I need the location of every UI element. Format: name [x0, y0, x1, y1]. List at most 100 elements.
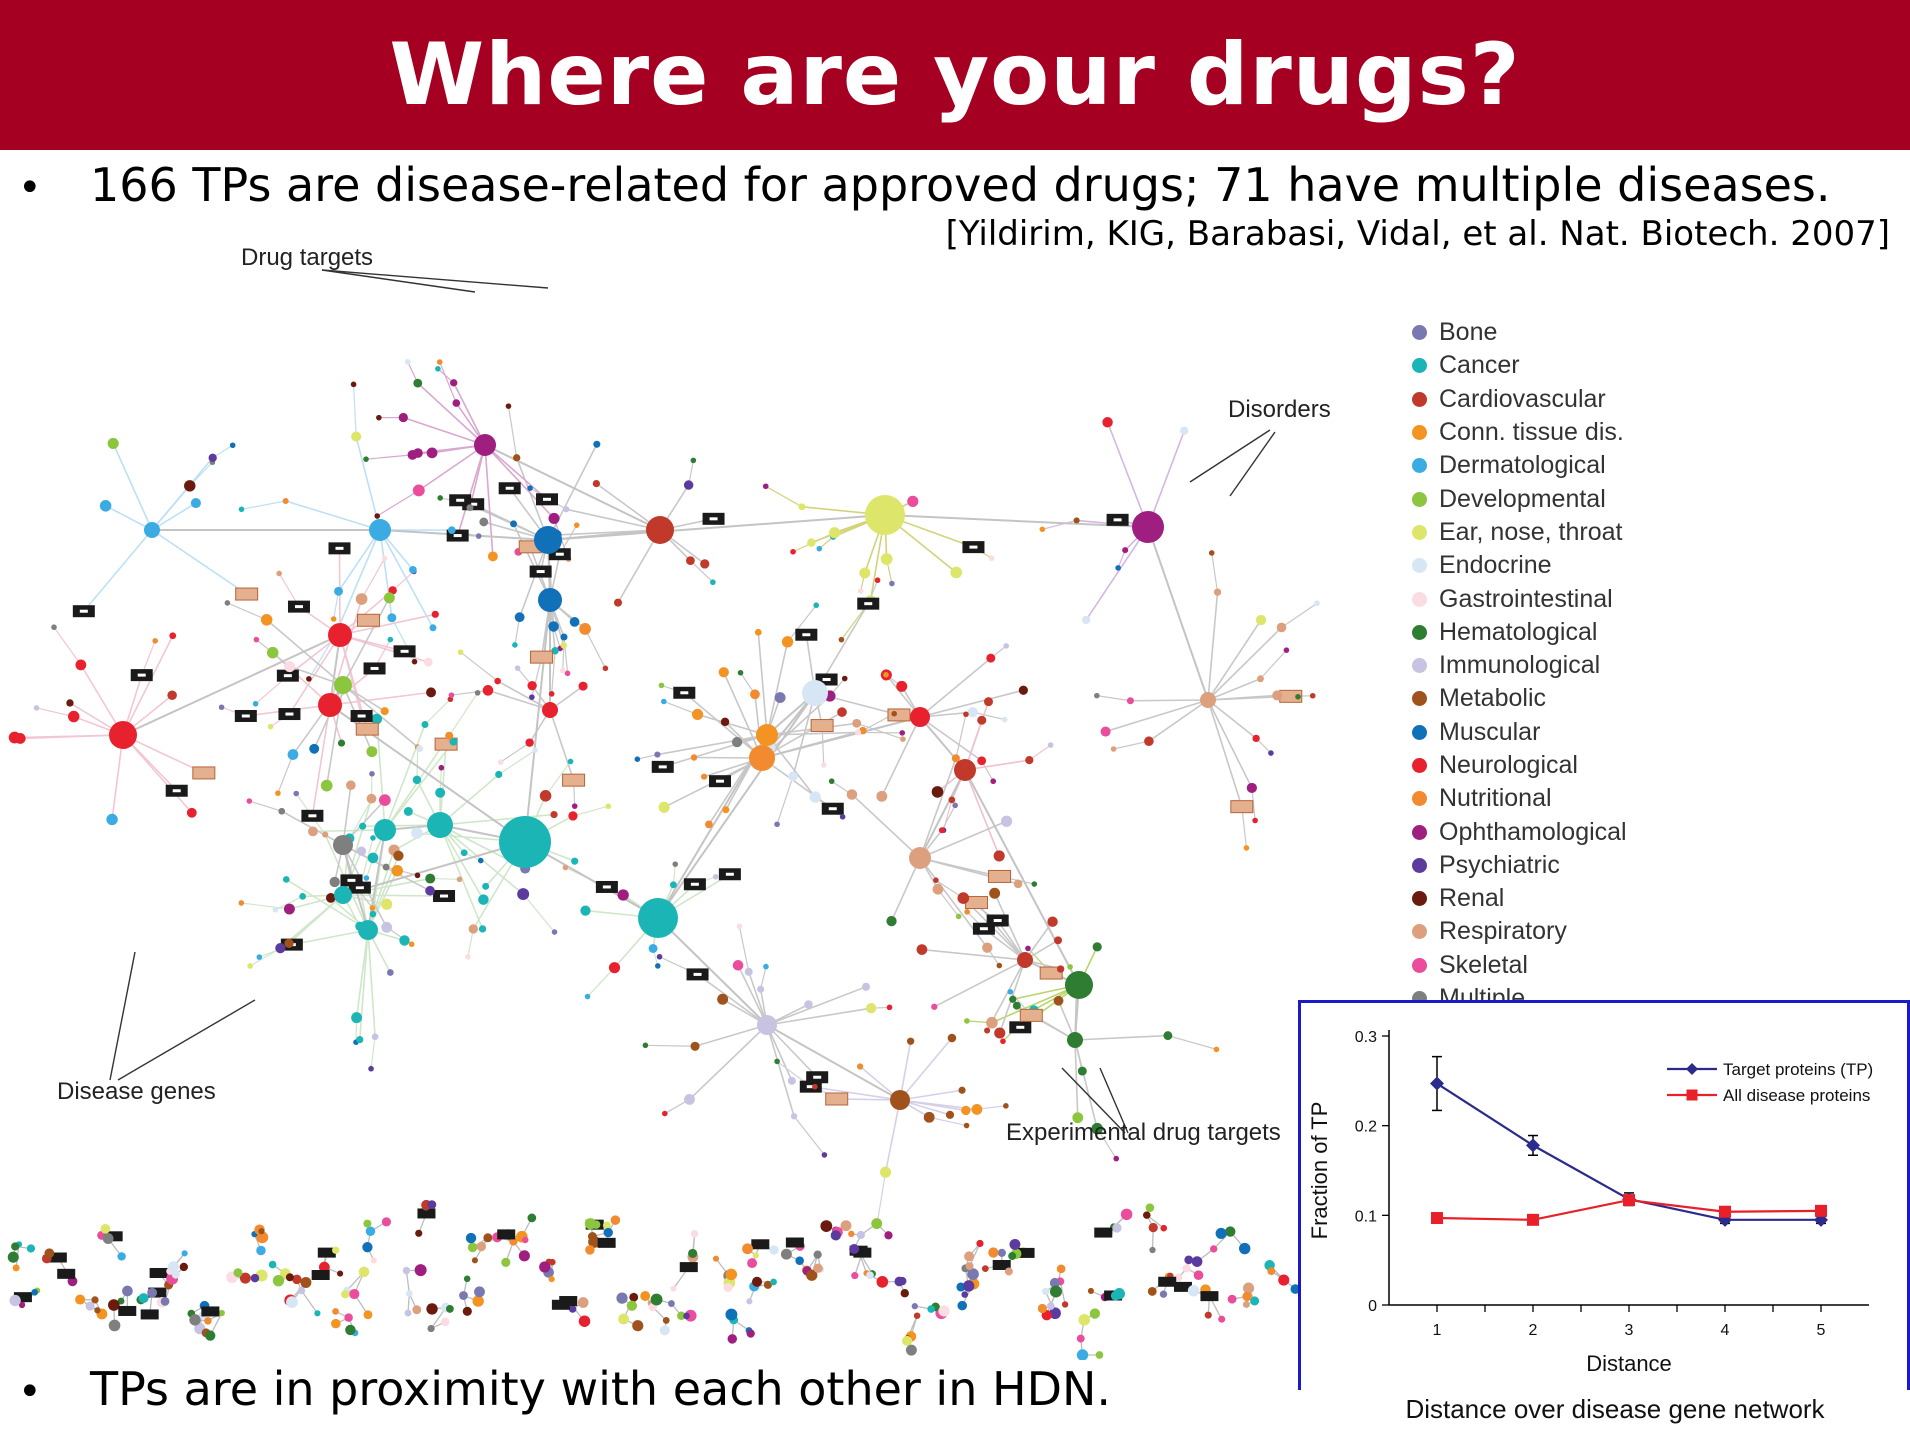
- legend-label: Ophthamological: [1439, 817, 1627, 846]
- network-edges: [12, 361, 1318, 1356]
- legend-swatch: [1412, 824, 1427, 840]
- legend-label: Endocrine: [1439, 551, 1552, 580]
- annotation-drug-targets: Drug targets: [241, 244, 374, 271]
- chart-legend-marker: [1686, 1089, 1698, 1101]
- legend-label: Bone: [1439, 318, 1498, 347]
- legend-item: Gastrointestinal: [1412, 582, 1712, 615]
- y-axis-label: Fraction of TP: [1307, 1102, 1332, 1240]
- legend-label: Hematological: [1439, 617, 1598, 646]
- legend-swatch: [1412, 891, 1427, 907]
- data-point: [1814, 1212, 1828, 1227]
- network-nodes: [7, 359, 1320, 1360]
- legend-label: Skeletal: [1439, 950, 1528, 979]
- chart-legend-marker: [1686, 1063, 1698, 1075]
- bullet-first-text: 166 TPs are disease-related for approved…: [90, 158, 1831, 212]
- legend-swatch: [1412, 691, 1427, 707]
- legend-item: Endocrine: [1412, 549, 1712, 582]
- legend-label: Ear, nose, throat: [1439, 517, 1623, 546]
- x-tick-label: 2: [1529, 1322, 1538, 1339]
- legend-swatch: [1412, 524, 1427, 540]
- legend-label: Cardiovascular: [1439, 384, 1606, 413]
- legend-label: Gastrointestinal: [1439, 584, 1613, 613]
- data-point: [1431, 1212, 1443, 1225]
- bullet-second: •TPs are in proximity with each other in…: [18, 1362, 1111, 1416]
- annotation-experimental-drug-targets: Experimental drug targets: [1006, 1119, 1281, 1146]
- title-bar: Where are your drugs?: [0, 0, 1910, 150]
- legend-label: Nutritional: [1439, 784, 1552, 813]
- x-tick-label: 1: [1433, 1322, 1442, 1339]
- legend-item: Metabolic: [1412, 682, 1712, 715]
- legend-item: Respiratory: [1412, 915, 1712, 948]
- legend-item: Ophthamological: [1412, 815, 1712, 848]
- y-tick-label: 0.2: [1355, 1119, 1377, 1136]
- legend-swatch: [1412, 325, 1427, 341]
- legend-item: Hematological: [1412, 616, 1712, 649]
- network-annotation-lines: [109, 269, 1276, 1134]
- data-point: [1623, 1194, 1635, 1207]
- bullet-marker: •: [18, 165, 42, 211]
- y-tick-label: 0.3: [1355, 1029, 1377, 1046]
- legend-swatch: [1412, 791, 1427, 807]
- legend-item: Cancer: [1412, 349, 1712, 382]
- annotation-disorders: Disorders: [1228, 396, 1331, 423]
- legend-item: Nutritional: [1412, 782, 1712, 815]
- legend-item: Dermatological: [1412, 449, 1712, 482]
- legend-item: Muscular: [1412, 716, 1712, 749]
- data-point: [1815, 1204, 1827, 1217]
- legend-swatch: [1412, 758, 1427, 773]
- data-point: [1430, 1076, 1444, 1091]
- legend-item: Ear, nose, throat: [1412, 516, 1712, 549]
- legend-item: Bone: [1412, 316, 1712, 349]
- legend-label: Metabolic: [1439, 684, 1546, 713]
- data-point: [1527, 1213, 1539, 1226]
- legend-label: Psychiatric: [1439, 850, 1560, 879]
- legend-swatch: [1412, 957, 1427, 973]
- legend-swatch: [1412, 724, 1427, 740]
- legend-label: Immunological: [1439, 651, 1601, 680]
- legend-swatch: [1412, 624, 1427, 640]
- legend-swatch: [1412, 558, 1427, 574]
- legend-swatch: [1412, 658, 1427, 674]
- legend-item: Conn. tissue dis.: [1412, 416, 1712, 449]
- chart-legend-label: Target proteins (TP): [1723, 1060, 1873, 1079]
- x-tick-label: 5: [1817, 1322, 1826, 1339]
- legend-item: Renal: [1412, 882, 1712, 915]
- x-tick-label: 3: [1625, 1322, 1634, 1339]
- inset-caption: Distance over disease gene network: [1405, 1394, 1825, 1424]
- y-tick-label: 0.1: [1355, 1208, 1377, 1225]
- chart-legend-label: All disease proteins: [1723, 1086, 1870, 1105]
- legend-swatch: [1412, 591, 1427, 607]
- legend-item: Psychiatric: [1412, 849, 1712, 882]
- legend-item: Immunological: [1412, 649, 1712, 682]
- legend-swatch: [1412, 491, 1427, 507]
- y-tick-label: 0: [1368, 1298, 1377, 1315]
- citation: [Yildirim, KIG, Barabasi, Vidal, et al. …: [945, 214, 1890, 254]
- legend-label: Dermatological: [1439, 451, 1606, 480]
- legend-label: Muscular: [1439, 717, 1541, 746]
- legend-item: Neurological: [1412, 749, 1712, 782]
- legend-item: Developmental: [1412, 482, 1712, 515]
- slide-title: Where are your drugs?: [389, 25, 1521, 125]
- legend-label: Neurological: [1439, 751, 1578, 779]
- legend-swatch: [1412, 358, 1427, 374]
- legend-swatch: [1412, 391, 1427, 407]
- legend-swatch: [1412, 857, 1427, 873]
- bullet-marker: •: [18, 1369, 42, 1415]
- legend-label: Multiple: [1439, 984, 1526, 1004]
- legend-swatch: [1412, 924, 1427, 940]
- legend-swatch: [1412, 425, 1427, 441]
- legend-item: Skeletal: [1412, 949, 1712, 982]
- legend-swatch: [1412, 458, 1427, 474]
- legend-label: Conn. tissue dis.: [1439, 418, 1624, 447]
- legend-item: Cardiovascular: [1412, 383, 1712, 416]
- legend-label: Cancer: [1439, 351, 1520, 380]
- data-point: [1526, 1138, 1540, 1153]
- x-tick-label: 4: [1721, 1322, 1730, 1339]
- legend-label: Renal: [1439, 884, 1505, 913]
- disease-network-figure: [7, 269, 1320, 1360]
- legend-label: Respiratory: [1439, 917, 1567, 946]
